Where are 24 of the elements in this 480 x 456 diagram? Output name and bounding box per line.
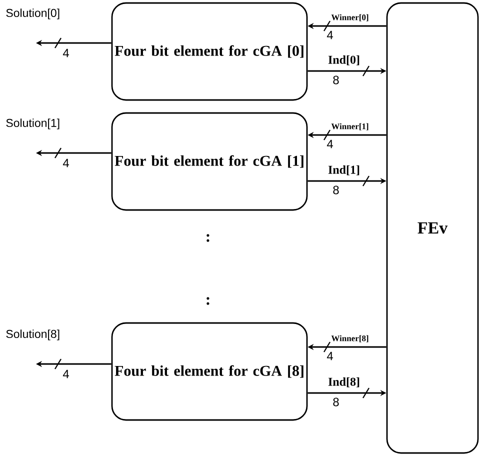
process-box: Four bit element for cGA [0]	[111, 2, 308, 101]
ellipsis-dots: :	[206, 297, 210, 305]
bus-width: 4	[326, 352, 333, 360]
edge-label: Winner[1]	[331, 123, 368, 130]
unit-box: FEv	[386, 2, 479, 454]
process-box: Four bit element for cGA [8]	[111, 322, 308, 421]
edge-label: Ind[0]	[328, 55, 360, 66]
bus-width: 8	[333, 186, 339, 194]
edge-label: Winner[8]	[331, 335, 368, 342]
bus-width: 4	[62, 370, 69, 378]
bus-width: 4	[326, 140, 333, 148]
bus-width: 8	[333, 76, 339, 84]
bus-width: 4	[326, 30, 333, 40]
edge-label: Ind[1]	[328, 165, 360, 176]
ellipsis-dots: :	[206, 234, 210, 242]
bus-width: 8	[333, 398, 339, 406]
edge-label: Solution[0]	[6, 8, 60, 20]
bus-width: 4	[62, 48, 69, 58]
edge-label: Ind[8]	[328, 377, 360, 388]
edge-label: Solution[1]	[6, 118, 60, 130]
edge-label: Solution[8]	[6, 330, 60, 340]
process-box: Four bit element for cGA [1]	[111, 112, 308, 211]
bus-width: 4	[62, 158, 69, 168]
edge-label: Winner[0]	[331, 14, 368, 22]
